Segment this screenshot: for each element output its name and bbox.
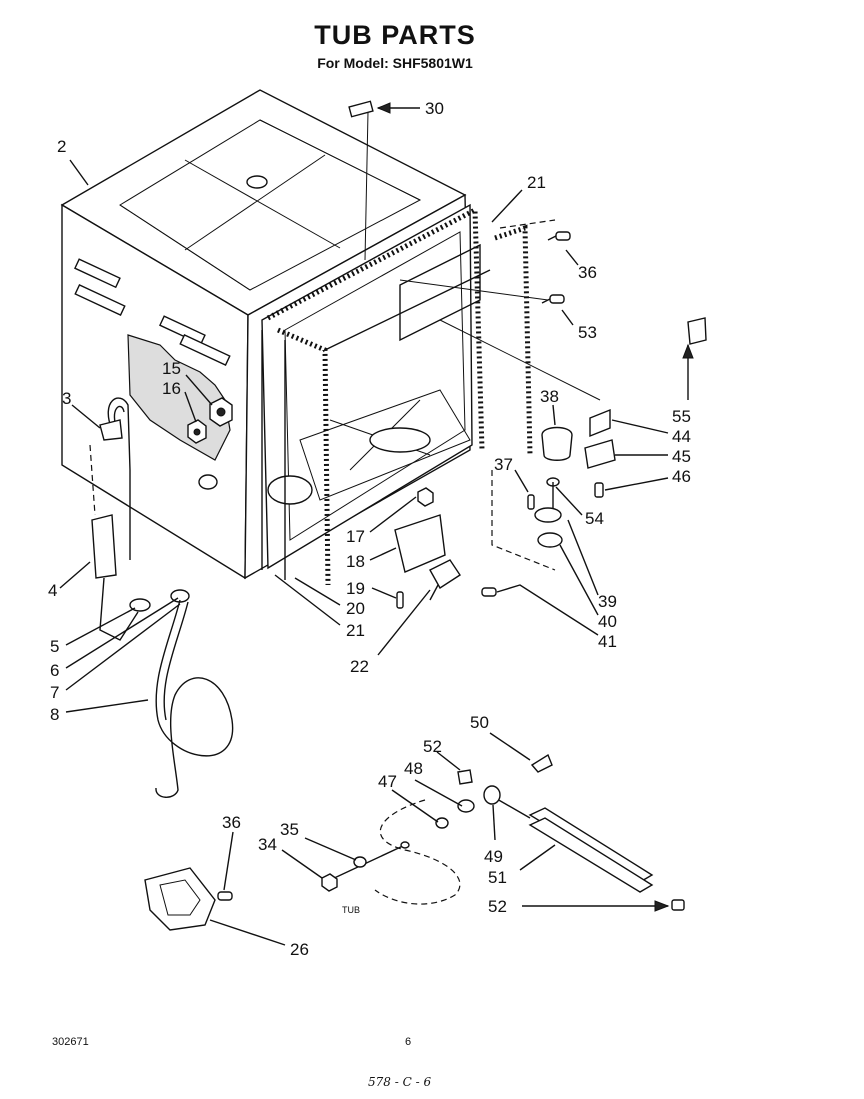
callout-45: 45 xyxy=(672,447,691,466)
callout-50: 50 xyxy=(470,713,489,732)
callout-36-top: 36 xyxy=(578,263,597,282)
callout-38: 38 xyxy=(540,387,559,406)
callout-46: 46 xyxy=(672,467,691,486)
document-number: 302671 xyxy=(52,1036,89,1048)
callout-4: 4 xyxy=(48,581,57,600)
callout-19: 19 xyxy=(346,579,365,598)
page-title: TUB PARTS xyxy=(314,20,476,50)
callout-20: 20 xyxy=(346,599,365,618)
callout-17: 17 xyxy=(346,527,365,546)
callout-52-bottom: 52 xyxy=(488,897,507,916)
page-number: 6 xyxy=(405,1036,412,1048)
callout-8: 8 xyxy=(50,705,59,724)
callout-5: 5 xyxy=(50,637,59,656)
side-vent-slots xyxy=(74,258,231,367)
model-subtitle: For Model: SHF5801W1 xyxy=(317,55,473,71)
callout-49: 49 xyxy=(484,847,503,866)
callout-7: 7 xyxy=(50,683,59,702)
callout-41: 41 xyxy=(598,632,617,651)
callout-51: 51 xyxy=(488,868,507,887)
leader-lines xyxy=(59,102,694,946)
callout-54: 54 xyxy=(585,509,604,528)
tub-label: TUB xyxy=(342,905,360,915)
heater-element-drawing xyxy=(144,753,685,931)
callout-6: 6 xyxy=(50,661,59,680)
callout-39: 39 xyxy=(598,592,617,611)
callout-21-bottom: 21 xyxy=(346,621,365,640)
callout-53: 53 xyxy=(578,323,597,342)
handwritten-code: 578 - C - 6 xyxy=(368,1075,432,1089)
callout-52-top: 52 xyxy=(423,737,442,756)
callout-36-bottom: 36 xyxy=(222,813,241,832)
callout-55: 55 xyxy=(672,407,691,426)
callout-numbers: 30 2 21 36 53 55 44 45 46 38 15 16 3 37 … xyxy=(48,99,691,959)
callout-18: 18 xyxy=(346,552,365,571)
callout-30: 30 xyxy=(425,99,444,118)
callout-22: 22 xyxy=(350,657,369,676)
callout-37: 37 xyxy=(494,455,513,474)
callout-16: 16 xyxy=(162,379,181,398)
callout-15: 15 xyxy=(162,359,181,378)
callout-48: 48 xyxy=(404,759,423,778)
callout-3: 3 xyxy=(62,389,71,408)
callout-21-top: 21 xyxy=(527,173,546,192)
right-side-parts-drawing xyxy=(348,100,707,609)
callout-26: 26 xyxy=(290,940,309,959)
tub-assembly-drawing xyxy=(60,89,533,586)
callout-35: 35 xyxy=(280,820,299,839)
callout-40: 40 xyxy=(598,612,617,631)
callout-2: 2 xyxy=(57,137,66,156)
callout-44: 44 xyxy=(672,427,691,446)
callout-34: 34 xyxy=(258,835,277,854)
callout-47: 47 xyxy=(378,772,397,791)
